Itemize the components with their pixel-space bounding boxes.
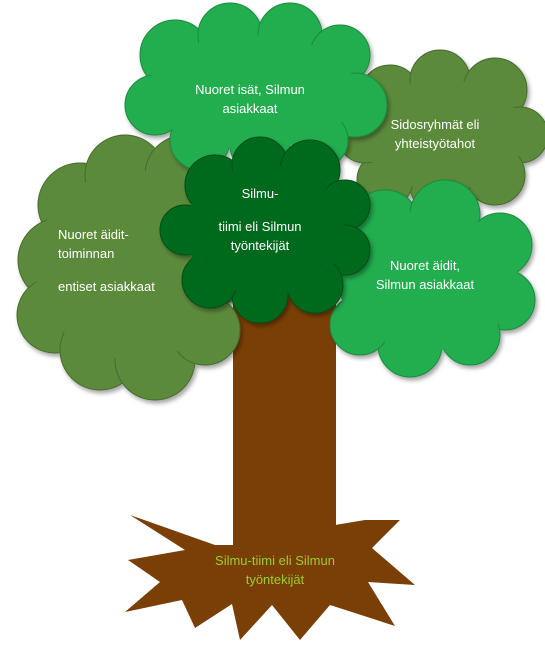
roots-label: Silmu-tiimi eli Silmun työntekijät [185,551,365,589]
cloud-center-line-2: tiimi eli Silmun [218,219,302,234]
cloud-center-line-1: Silmu- [241,186,279,201]
cloud-right-bottom-label: Nuoret äidit, Silmun asiakkaat [355,256,495,294]
cloud-right-top-line-1: Sidosryhmät eli [390,117,480,132]
cloud-top-line-1: Nuoret isät, Silmun [195,82,305,97]
cloud-right-top-label: Sidosryhmät eli yhteistyötahot [370,115,500,153]
cloud-top-line-2: asiakkaat [222,101,278,116]
cloud-left-line-1: Nuoret äidit- [58,227,129,242]
cloud-left-line-3: entiset asiakkaat [58,279,155,294]
tree-trunk [233,290,336,560]
cloud-right-top-line-2: yhteistyötahot [394,136,476,151]
cloud-left-line-2: toiminnan [58,246,115,261]
cloud-center [159,136,371,324]
roots-line-1: Silmu-tiimi eli Silmun [215,553,335,568]
cloud-right-bottom-line-2: Silmun asiakkaat [375,277,475,292]
roots-line-2: työntekijät [245,572,305,587]
cloud-center-line-3: työntekijät [230,238,290,253]
cloud-left-label: Nuoret äidit- toiminnan entiset asiakkaa… [58,225,198,296]
tree-roots [125,515,415,640]
cloud-right-bottom-line-1: Nuoret äidit, [389,258,461,273]
cloud-top-label: Nuoret isät, Silmun asiakkaat [170,80,330,118]
cloud-center-label: Silmu- tiimi eli Silmun työntekijät [195,184,325,255]
